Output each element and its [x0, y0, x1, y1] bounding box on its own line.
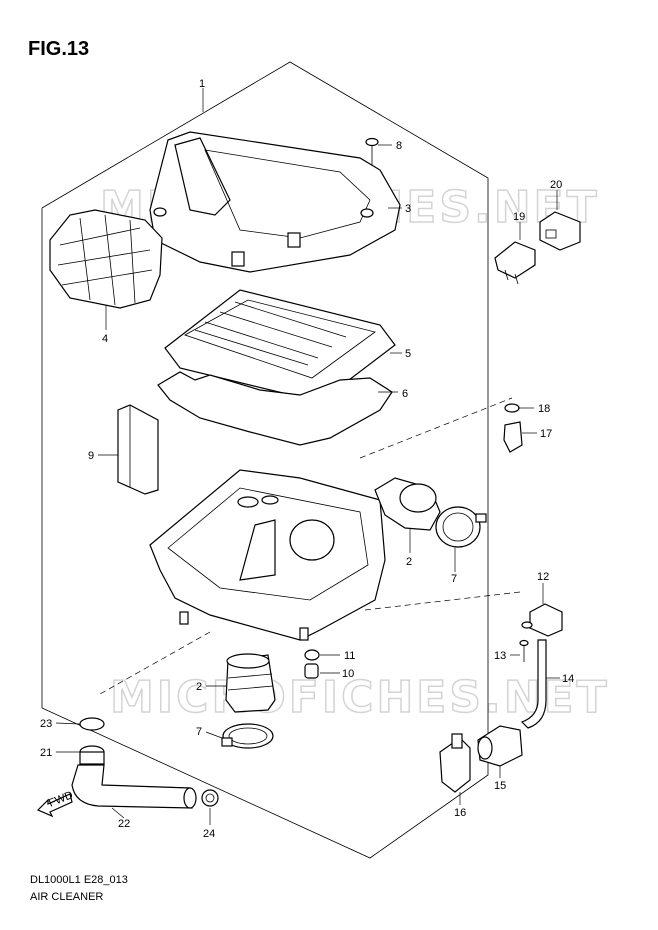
callout-18: 18: [538, 403, 550, 415]
sensor-17: [503, 421, 523, 453]
canister-15: [477, 725, 523, 767]
ref-line-bracket: [364, 591, 521, 611]
callout-4: 4: [102, 333, 108, 345]
figure-code: DL1000L1 E28_013: [30, 874, 128, 886]
washer-11: [304, 649, 320, 661]
outlet-duct-2b: [225, 653, 276, 713]
callout-12: 12: [537, 571, 549, 583]
leader-lines: [55, 88, 560, 825]
callout-19: 19: [513, 211, 525, 223]
callout-6: 6: [402, 388, 408, 400]
callout-7-top: 7: [451, 573, 457, 585]
callout-16: 16: [454, 807, 466, 819]
vacuum-hose-14: [520, 639, 547, 729]
callout-5: 5: [405, 348, 411, 360]
assembly-outline: [41, 61, 489, 859]
hose-end-21: [79, 745, 105, 765]
air-cleaner-case: [149, 469, 386, 641]
holder-16: [439, 733, 471, 793]
callout-1: 1: [199, 78, 205, 90]
callout-23: 23: [40, 718, 52, 730]
ref-line-sensor: [359, 397, 513, 459]
callout-13: 13: [494, 650, 506, 662]
callout-10: 10: [342, 668, 354, 680]
callout-21: 21: [40, 747, 52, 759]
callout-numbers: 1 3 8 4 5 6 9 2 7 11 10 2 7 23 21 22 24 …: [40, 78, 574, 840]
drain-cap-9: [117, 404, 159, 495]
bolt-13: [519, 639, 529, 662]
figure-name: AIR CLEANER: [30, 891, 104, 903]
ref-line-drain: [99, 631, 211, 695]
filter-gasket: [157, 371, 393, 446]
hose-clamp-7a: [435, 506, 487, 548]
air-filter-element: [164, 289, 396, 403]
spacer-10: [304, 663, 319, 679]
callout-24: 24: [203, 828, 215, 840]
clamp-24: [201, 789, 219, 807]
callout-14: 14: [562, 673, 574, 685]
clip-23: [79, 717, 105, 731]
callout-9: 9: [88, 450, 94, 462]
fwd-arrow-icon: FWD: [36, 789, 75, 818]
air-cleaner-cover: [149, 131, 401, 273]
callout-2-top: 2: [406, 556, 412, 568]
callout-11: 11: [344, 650, 355, 662]
connector-20: [539, 211, 581, 251]
callout-8: 8: [396, 140, 402, 152]
callout-2-bottom: 2: [196, 681, 202, 693]
drain-hose-22: [71, 764, 197, 809]
callout-3: 3: [405, 203, 411, 215]
intake-funnel: [49, 209, 163, 309]
callout-15: 15: [494, 780, 506, 792]
callout-20: 20: [550, 179, 562, 191]
sensor-12: [521, 603, 563, 637]
callout-7-bottom: 7: [196, 726, 202, 738]
callout-17: 17: [540, 428, 552, 440]
hose-clamp-7b: [221, 723, 274, 749]
callout-22: 22: [118, 818, 130, 830]
intake-duct-2a: [374, 477, 441, 531]
screw-8: [365, 137, 379, 165]
figure-title: FIG.13: [28, 38, 90, 60]
sensor-19: [494, 241, 536, 285]
watermark-bottom: MICROFICHES.NET: [110, 672, 610, 723]
o-ring-18: [504, 403, 520, 413]
